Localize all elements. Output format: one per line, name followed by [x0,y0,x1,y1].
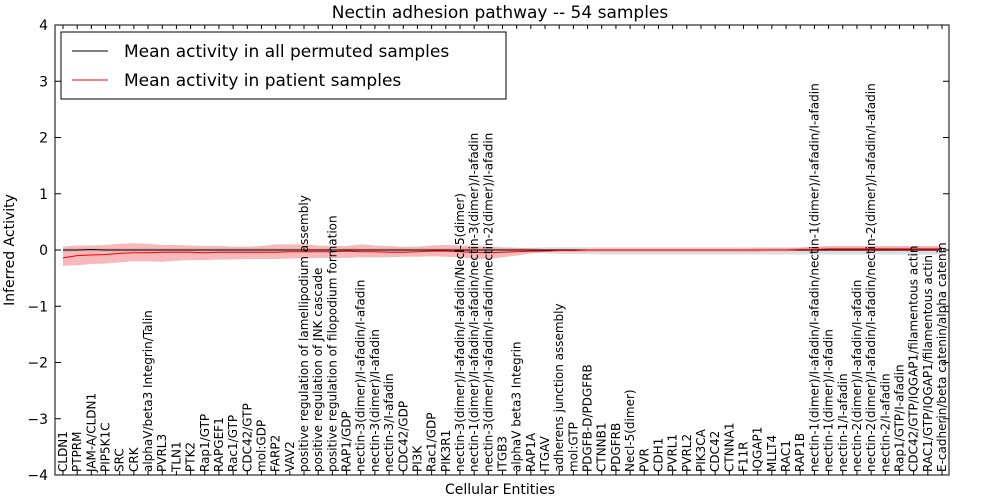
x-tick-label: nectin-2/I-afadin [878,373,892,472]
x-tick-label: CLDN1 [56,431,70,472]
x-tick-label: positive regulation of JNK cascade [311,268,325,472]
legend-label-patient: Mean activity in patient samples [124,71,401,91]
x-tick-label: RAP1/GDP [340,411,354,472]
x-tick-label: adherens junction assembly [552,303,566,472]
x-tick-label: nectin-1(dimer)/I-afadin [822,329,836,472]
x-tick-label: PVR [637,448,651,472]
x-tick-label: ITGB3 [496,436,510,472]
x-tick-label: PTPRM [70,432,84,473]
y-tick-label: 2 [39,131,48,147]
x-tick-label: Rap1/GTP [198,414,212,472]
x-tick-label: VAV2 [283,441,297,472]
x-tick-label: alphaV/beta3 Integrin/Talin [141,310,155,472]
x-tick-label: TLN1 [169,441,183,473]
legend: Mean activity in all permuted samples Me… [60,31,507,100]
x-tick-label: positive regulation of filopodium format… [325,215,339,472]
x-tick-label: PIK3R1 [439,430,453,472]
x-tick-label: Rac1/GTP [226,415,240,472]
y-axis: −4 −3 −2 −1 0 1 2 3 4 [27,18,949,484]
x-tick-label: CDC42/GDP [396,401,410,472]
x-tick-label: nectin-2(dimer)/I-afadin/I-afadin [850,280,864,472]
y-tick-label: −2 [27,356,48,372]
x-tick-label: IQGAP1 [751,427,765,472]
legend-box [60,31,507,100]
x-tick-label: PVRL3 [155,434,169,472]
x-tick-label: SRC [113,448,127,472]
x-tick-label: Necl-5(dimer) [623,389,637,472]
x-tick-label: RAP1B [793,433,807,472]
y-tick-label: 4 [39,18,48,34]
x-tick-label: PIK3CA [694,428,708,472]
x-tick-label: nectin-1/I-afadin [836,373,850,472]
legend-label-permuted: Mean activity in all permuted samples [124,42,449,62]
x-tick-label: RAP1A [524,432,538,472]
x-tick-label: ITGAV [538,435,552,472]
x-tick-label: MLLT4 [765,435,779,472]
x-tick-label: PDGFB-D/PDGFRB [581,364,595,472]
x-tick-label: nectin-3/I-afadin [382,373,396,472]
line-patient-mean [62,248,942,259]
y-tick-label: −3 [27,412,48,428]
x-tick-label: alphaV beta3 Integrin [510,341,524,472]
series-lines [62,248,942,259]
x-tick-label: mol:GDP [254,420,268,472]
chart-title: Nectin adhesion pathway -- 54 samples [332,3,669,23]
x-tick-label: PIP5K1C [99,422,113,472]
x-tick-label: RAC1 [779,440,793,472]
x-tick-label: CTNNA1 [722,422,736,472]
x-tick-label: nectin-1(dimer)/I-afadin/I-afadin/nectin… [467,133,481,472]
x-tick-label: JAM-A/CLDN1 [84,393,98,473]
x-tick-label: RAPGEF1 [212,417,226,472]
x-tick-label: nectin-1(dimer)/I-afadin/I-afadin/nectin… [807,83,821,472]
x-tick-label: positive regulation of lamellipodium ass… [297,195,311,472]
x-tick-label: PVRL2 [680,434,694,472]
x-tick-label: mol:GTP [566,422,580,472]
x-tick-label: E-cadherin/beta catenin/alpha catenin [935,242,949,472]
x-tick-label: CRK [127,446,141,472]
x-tick-label: RAC1/GTP/IQGAP1/filamentous actin [921,255,935,472]
x-tick-label: nectin-3(dimer)/I-afadin/I-afadin/nectin… [481,133,495,472]
x-axis-label: Cellular Entities [445,482,555,498]
x-tick-label: PDGFRB [609,423,623,472]
x-tick-label: CDC42 [708,431,722,472]
x-tick-label: CDH1 [651,438,665,472]
y-tick-label: 1 [39,187,48,203]
x-tick-label: CTNNB1 [595,422,609,472]
x-tick-label: CDC42/GTP/IQGAP1/filamentous actin [907,246,921,472]
y-axis-label: Inferred Activity [2,194,18,306]
x-tick-label: nectin-3(dimer)/I-afadin/I-afadin [354,280,368,472]
x-axis [62,25,943,475]
y-tick-label: 3 [39,74,48,90]
y-tick-label: −1 [27,299,48,315]
x-tick-label: PVRL1 [666,434,680,472]
band-patient [63,243,942,266]
x-tick-label: Rap1/GTP/I-afadin [892,364,906,472]
x-tick-label: CDC42/GTP [240,403,254,472]
x-tick-label: PI3K [410,445,424,472]
y-tick-label: 0 [39,243,48,259]
x-tick-label: nectin-3(dimer)/I-afadin [368,329,382,472]
x-tick-label: F11R [737,441,751,472]
y-tick-label: −4 [27,468,48,484]
x-tick-label: Rac1/GDP [425,413,439,472]
x-tick-label: FARP2 [269,435,283,472]
x-tick-label: nectin-3(dimer)/I-afadin/I-afadin/Necl-5… [453,193,467,472]
x-tick-label: nectin-2(dimer)/I-afadin/I-afadin/nectin… [864,83,878,472]
confidence-bands [63,243,942,266]
x-tick-label: PTK2 [184,442,198,472]
